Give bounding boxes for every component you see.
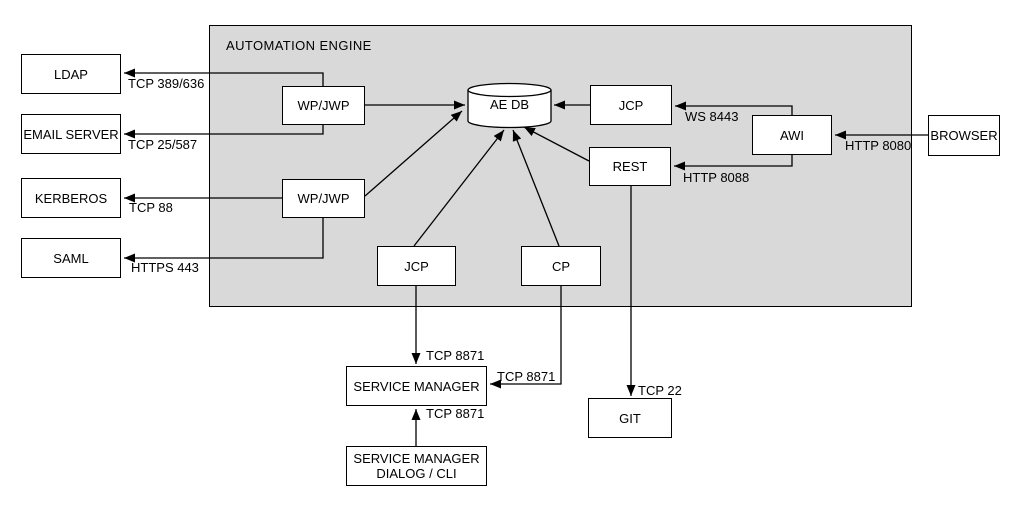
edge-cp-to-aedb: [512, 129, 560, 247]
edge-label-tcp-88: TCP 88: [129, 200, 173, 215]
node-service-manager: SERVICE MANAGER: [346, 366, 487, 406]
edge-label-tcp-25-587: TCP 25/587: [128, 137, 198, 152]
edge-label-tcp-8871-jcp: TCP 8871: [426, 348, 485, 363]
node-ae-db-label: AE DB: [489, 97, 529, 112]
edge-cp-to-sm: [490, 286, 562, 389]
node-jcp-lower: JCP: [377, 246, 456, 286]
edge-wp2-to-aedb: [364, 110, 463, 197]
node-wp-jwp-upper: WP/JWP: [282, 86, 365, 125]
edge-label-tcp-8871-cp: TCP 8871: [497, 369, 556, 384]
edge-rest-to-aedb: [523, 126, 590, 162]
node-kerberos: KERBEROS: [21, 178, 121, 218]
node-cp: CP: [521, 246, 601, 286]
edge-awi-to-jcp: [675, 101, 793, 115]
service-manager-dialog-line2: DIALOG / CLI: [376, 466, 457, 481]
node-rest: REST: [589, 147, 671, 186]
edge-label-tcp-22: TCP 22: [638, 383, 682, 398]
edge-jcpb-to-aedb: [413, 129, 505, 247]
automation-engine-title: AUTOMATION ENGINE: [226, 38, 372, 53]
edge-label-tcp-389-636: TCP 389/636: [128, 76, 205, 91]
edge-label-ws-8443: WS 8443: [685, 109, 739, 124]
node-saml: SAML: [21, 238, 121, 278]
node-browser: BROWSER: [928, 115, 1000, 156]
edge-awi-to-rest: [674, 155, 793, 171]
node-service-manager-dialog: SERVICE MANAGER DIALOG / CLI: [346, 446, 487, 486]
edge-label-http-8080: HTTP 8080: [845, 138, 912, 153]
node-email-server: EMAIL SERVER: [21, 114, 121, 154]
node-jcp-upper: JCP: [590, 85, 672, 125]
service-manager-dialog-line1: SERVICE MANAGER: [353, 451, 480, 466]
edge-label-https-443: HTTPS 443: [131, 260, 199, 275]
node-git: GIT: [588, 398, 672, 438]
database-cylinder-icon: [467, 82, 552, 129]
edge-wp-to-ldap: [124, 68, 324, 86]
edge-wp-to-saml: [124, 218, 324, 263]
node-awi: AWI: [752, 115, 832, 155]
node-wp-jwp-lower: WP/JWP: [282, 179, 365, 218]
edge-wp-to-email: [124, 125, 324, 139]
edge-label-http-8088: HTTP 8088: [683, 170, 750, 185]
edge-label-tcp-8871-dialog: TCP 8871: [426, 406, 485, 421]
node-ldap: LDAP: [21, 54, 121, 94]
